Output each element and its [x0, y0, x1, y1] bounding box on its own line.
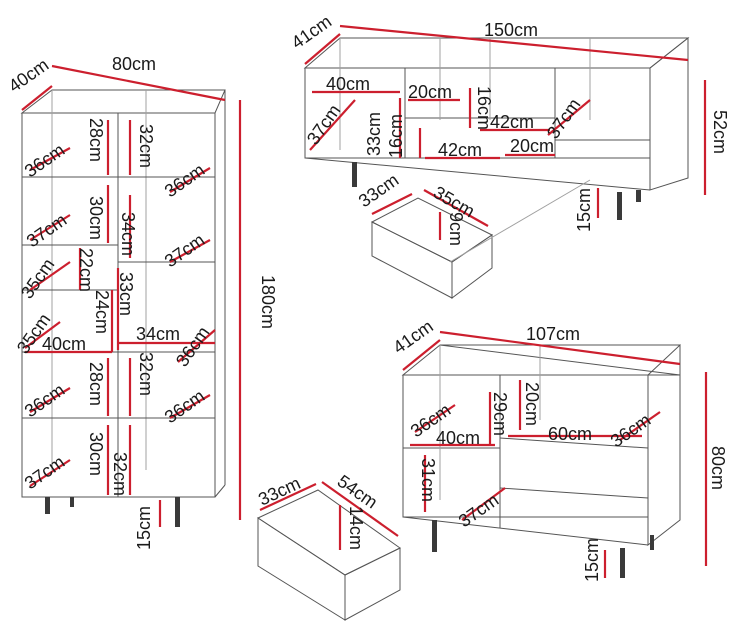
- tv-drawer-depth-label: 33cm: [355, 170, 403, 212]
- sideboard-inner-label: 20cm: [522, 382, 542, 426]
- sideboard-inner-label: 29cm: [490, 392, 510, 436]
- bookcase-left-label: 30cm: [86, 196, 106, 240]
- sideboard-leg: [620, 548, 625, 578]
- sideboard-drawer: 33cm 54cm 14cm: [255, 471, 401, 621]
- bookcase-left-label: 36cm: [21, 380, 69, 422]
- bookcase-left-label: 40cm: [42, 334, 86, 354]
- bookcase-left-label: 37cm: [21, 452, 69, 494]
- sideboard-inner-label: 60cm: [548, 424, 592, 444]
- bookcase-right-label: 32cm: [136, 352, 156, 396]
- sideboard-height-label: 80cm: [708, 446, 728, 490]
- bookcase-leg: [45, 497, 50, 514]
- sideboard-inner-label: 36cm: [607, 410, 655, 452]
- tv-stand-top: [303, 37, 690, 69]
- tv-stand-leg-label: 15cm: [574, 188, 594, 232]
- sideboard-inner-label: 40cm: [436, 428, 480, 448]
- tv-stand-inner-label: 40cm: [326, 74, 370, 94]
- bookcase-left-label: 24cm: [92, 290, 112, 334]
- sideboard-drawer-depth-label: 33cm: [255, 473, 303, 510]
- tv-stand-inner-label: 20cm: [408, 82, 452, 102]
- bookcase-right-label: 36cm: [161, 386, 209, 428]
- tv-stand-width-label: 150cm: [484, 20, 538, 40]
- tv-stand-inner-label: 37cm: [303, 101, 345, 149]
- bookcase-left-label: 22cm: [76, 248, 96, 292]
- bookcase-left-label: 28cm: [86, 118, 106, 162]
- sideboard-top: [401, 344, 681, 376]
- tv-stand-inner-label: 42cm: [490, 112, 534, 132]
- tv-drawer-height-label: 9cm: [446, 212, 466, 246]
- sideboard-width-label: 107cm: [526, 324, 580, 344]
- tv-stand-inner-label: 37cm: [543, 95, 585, 143]
- bookcase-left-label: 36cm: [21, 140, 69, 182]
- bookcase-width-label: 80cm: [112, 54, 156, 74]
- bookcase-right-label: 34cm: [136, 324, 180, 344]
- tv-stand-inner-label: 16cm: [474, 86, 494, 130]
- tv-stand-inner-label: 16cm: [386, 114, 406, 158]
- bookcase-width-line: [51, 64, 226, 102]
- bookcase-right-label: 37cm: [161, 230, 209, 272]
- sideboard-inner-label: 31cm: [418, 458, 438, 502]
- bookcase-leg: [175, 497, 180, 527]
- sideboard-inner-label: 37cm: [455, 490, 503, 532]
- sideboard-leg-label: 15cm: [582, 538, 602, 582]
- sideboard-drawer-height-label: 14cm: [346, 506, 366, 550]
- bookcase-right-label: 36cm: [161, 160, 209, 202]
- tv-stand-inner-label: 20cm: [510, 136, 554, 156]
- tv-stand-inner-label: 42cm: [438, 140, 482, 160]
- sideboard: 41cm 107cm 80cm 15cm 36cm 40cm 29cm 20cm…: [389, 316, 728, 582]
- tv-stand-inner-label: 33cm: [364, 112, 384, 156]
- bookcase-leg-label: 15cm: [134, 506, 154, 550]
- bookcase-left-label: 30cm: [86, 432, 106, 476]
- bookcase-depth-label: 40cm: [5, 55, 53, 97]
- bookcase-depth-line: [21, 85, 53, 111]
- bookcase-right-label: 32cm: [110, 452, 130, 496]
- tv-stand: 41cm 150cm 52cm 15cm 40cm 20cm 16cm 37cm…: [288, 11, 730, 232]
- bookcase-left-label: 28cm: [86, 362, 106, 406]
- tv-stand-leg: [352, 162, 357, 187]
- tv-stand-leg: [617, 192, 622, 220]
- sideboard-depth-label: 41cm: [389, 316, 437, 358]
- tv-stand-height-label: 52cm: [710, 110, 730, 154]
- bookcase-right-label: 34cm: [118, 212, 138, 256]
- bookcase-right-label: 32cm: [136, 124, 156, 168]
- bookcase: 40cm 80cm 180cm 15cm 28cm 36cm 37cm 30cm…: [5, 54, 278, 550]
- tv-stand-drawer: 33cm 35cm 9cm: [355, 170, 591, 299]
- tv-stand-depth-label: 41cm: [288, 11, 336, 53]
- sideboard-leg: [432, 520, 437, 552]
- bookcase-right-label: 33cm: [116, 272, 136, 316]
- bookcase-height-label: 180cm: [258, 275, 278, 329]
